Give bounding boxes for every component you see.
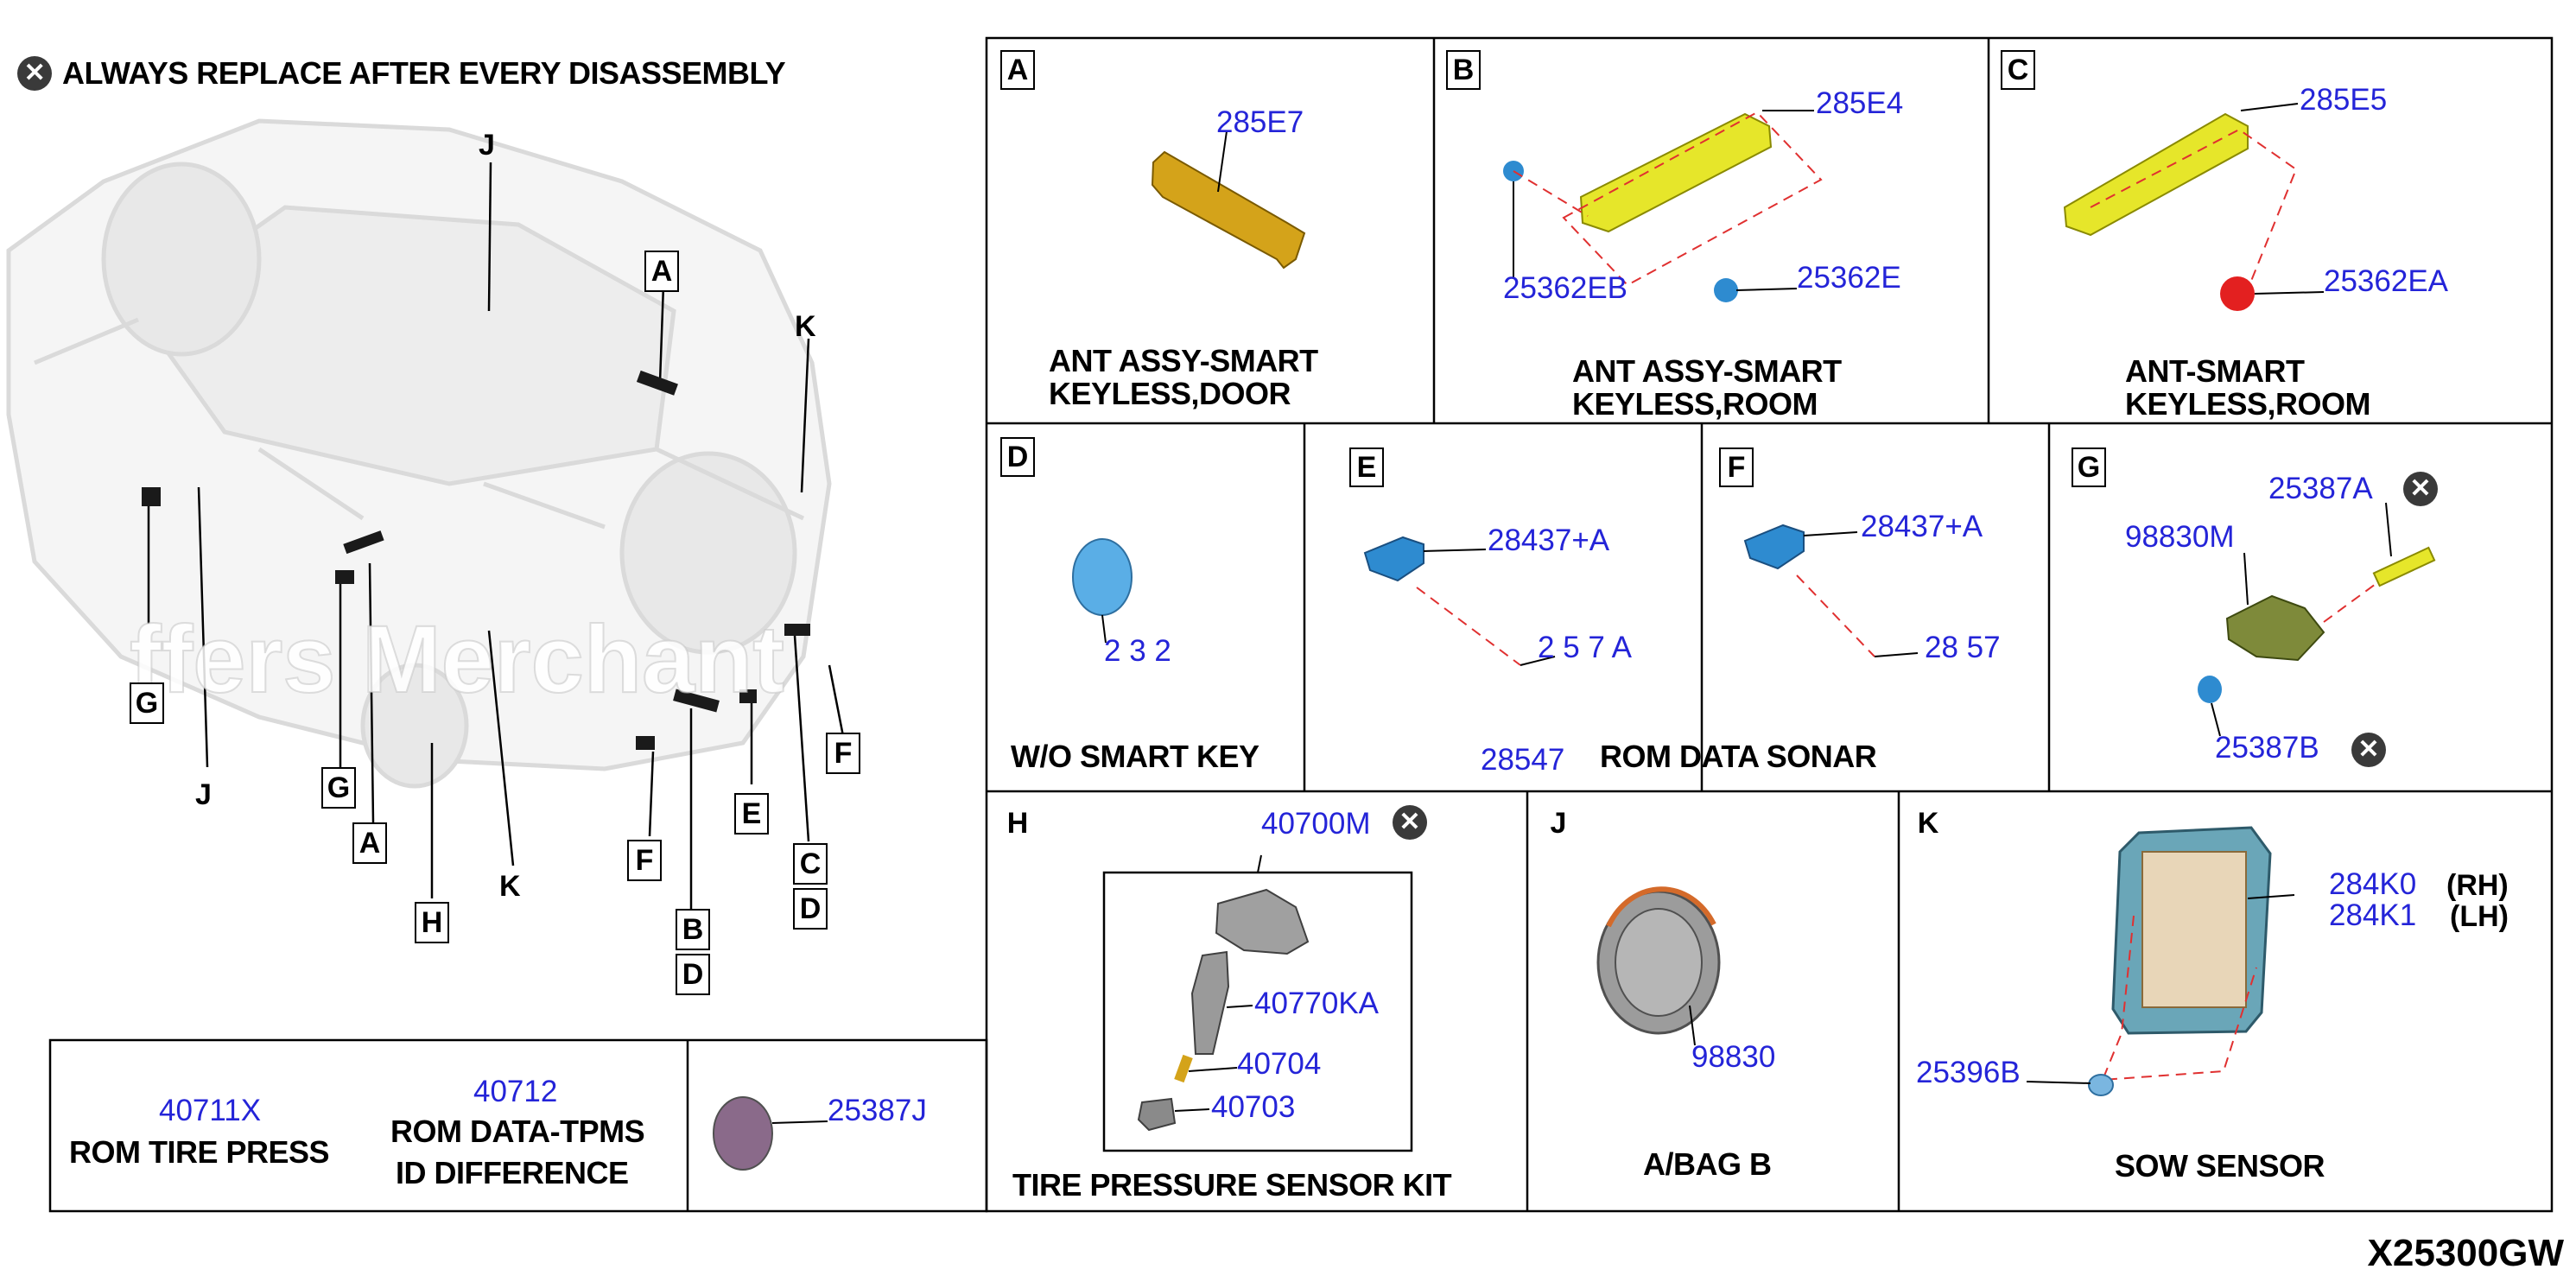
callout-h: H [415, 902, 449, 943]
smart-key-battery-drawing [1072, 538, 1133, 644]
panel-k-part-25396b[interactable]: 25396B [1916, 1056, 2021, 1089]
callout-f-right: F [826, 733, 860, 774]
tpms-cover-drawing [713, 1096, 828, 1171]
panel-e-part-28547[interactable]: 28547 [1481, 743, 1565, 777]
panel-c-part-25362ea[interactable]: 25362EA [2324, 264, 2449, 298]
callout-f-mid: F [627, 840, 662, 881]
sonar-sensor-f-drawing [1743, 524, 1919, 657]
panel-g-letter: G [2072, 447, 2106, 487]
overview-leaders [147, 162, 845, 909]
panel-c-desc-line2: KEYLESS,ROOM [2125, 386, 2371, 422]
panel-g-part-98830m[interactable]: 98830M [2125, 520, 2235, 554]
sonar-sensor-e-drawing [1363, 536, 1556, 666]
panel-h-part-40700m[interactable]: 40700M [1261, 807, 1371, 841]
bottom-part-40712[interactable]: 40712 [473, 1075, 558, 1108]
bottom-desc-id-difference: ID DIFFERENCE [396, 1155, 629, 1190]
bottom-desc-rom-data-tpms: ROM DATA-TPMS [390, 1114, 645, 1149]
panel-e-letter: E [1349, 447, 1384, 487]
panel-j-letter: J [1543, 805, 1574, 841]
antenna-room-c-drawing [2063, 103, 2325, 311]
panel-a-part-285e7[interactable]: 285E7 [1216, 105, 1304, 139]
panel-b-desc-line1: ANT ASSY-SMART [1572, 353, 1842, 389]
bracket-g-drawing [2198, 502, 2436, 737]
callout-a-mid: A [352, 822, 387, 864]
panel-c-part-285e5[interactable]: 285E5 [2300, 83, 2388, 117]
replace-note: ✕ ALWAYS REPLACE AFTER EVERY DISASSEMBLY [17, 55, 786, 92]
panel-h-letter: H [1002, 805, 1033, 841]
panel-a-desc-line2: KEYLESS,DOOR [1049, 376, 1291, 411]
car-part-marks [142, 370, 810, 750]
car-illustration [6, 118, 832, 789]
panel-k-desc: SOW SENSOR [2115, 1148, 2325, 1184]
panel-f-part-obscured[interactable]: 28 57 [1925, 631, 2001, 664]
panel-c-letter: C [2001, 50, 2035, 90]
watermark: ffers Merchant [129, 606, 785, 714]
panel-d-part[interactable]: 2 3 2 [1104, 634, 1171, 668]
panel-f-letter: F [1719, 447, 1754, 487]
callout-k-bottom: K [499, 870, 521, 903]
panel-e-part-28437a[interactable]: 28437+A [1488, 524, 1610, 557]
callout-d-bottom: D [676, 954, 710, 995]
callout-d-right: D [793, 888, 828, 930]
panel-j-desc: A/BAG B [1643, 1146, 1772, 1182]
panel-e-desc: ROM DATA SONAR [1600, 739, 1877, 774]
parts-grid [48, 36, 2554, 1213]
bottom-desc-rom-tire-press: ROM TIRE PRESS [69, 1134, 330, 1170]
callout-e: E [734, 793, 769, 835]
panel-k-letter: K [1913, 805, 1944, 841]
callout-c: C [793, 843, 828, 885]
panel-g-replace-x-icon-b: ✕ [2351, 733, 2386, 767]
airbag-sensor-drawing [1596, 886, 1721, 1046]
panel-g-replace-x-icon-a: ✕ [2403, 472, 2438, 506]
panel-g-part-25387b[interactable]: 25387B [2215, 731, 2319, 765]
panel-h-part-40770ka[interactable]: 40770KA [1254, 987, 1380, 1020]
panel-k-side-lh: (LH) [2450, 900, 2509, 933]
panel-b-letter: B [1446, 50, 1481, 90]
panel-h-part-40704[interactable]: 40704 [1237, 1047, 1322, 1081]
panel-h-desc: TIRE PRESSURE SENSOR KIT [1012, 1167, 1452, 1203]
callout-k-top: K [795, 310, 816, 343]
panel-b-part-285e4[interactable]: 285E4 [1816, 86, 1904, 120]
panel-j-part-98830[interactable]: 98830 [1691, 1040, 1776, 1074]
bottom-part-25387j[interactable]: 25387J [828, 1094, 927, 1127]
panel-k-part-284k1[interactable]: 284K1 [2329, 898, 2417, 932]
antenna-room-b-drawing [1503, 110, 1823, 302]
callout-j-top: J [479, 129, 495, 162]
tpms-kit-drawing [1137, 854, 1310, 1132]
diagram-code: X25300GW [2367, 1232, 2564, 1274]
panel-b-desc-line2: KEYLESS,ROOM [1572, 386, 1818, 422]
panel-f-part-28437a[interactable]: 28437+A [1861, 510, 1983, 543]
panel-k-side-rh: (RH) [2446, 869, 2509, 902]
panel-b-part-25362e[interactable]: 25362E [1797, 261, 1901, 295]
panel-k-part-284k0[interactable]: 284K0 [2329, 867, 2417, 901]
callout-j-left: J [195, 778, 212, 811]
sow-sensor-drawing [2026, 826, 2295, 1096]
replace-x-icon: ✕ [17, 56, 52, 91]
panel-e-part-obscured[interactable]: 2 5 7 A [1538, 631, 1632, 664]
panel-b-part-25362eb[interactable]: 25362EB [1503, 271, 1628, 305]
replace-note-text: ALWAYS REPLACE AFTER EVERY DISASSEMBLY [62, 55, 786, 91]
antenna-door-drawing [1151, 130, 1306, 270]
callout-g-left: G [130, 682, 164, 724]
panel-h-replace-x-icon: ✕ [1393, 805, 1427, 840]
panel-h-part-40703[interactable]: 40703 [1211, 1090, 1296, 1124]
callout-g-mid: G [321, 767, 356, 809]
panel-a-desc-line1: ANT ASSY-SMART [1049, 343, 1318, 378]
panel-g-part-25387a[interactable]: 25387A [2268, 472, 2373, 505]
panel-c-desc-line1: ANT-SMART [2125, 353, 2305, 389]
panel-d-desc: W/O SMART KEY [1011, 739, 1259, 774]
panel-a-letter: A [1000, 50, 1035, 90]
bottom-part-40711x[interactable]: 40711X [159, 1094, 262, 1127]
callout-a-top: A [644, 251, 679, 292]
callout-b: B [676, 909, 710, 950]
panel-d-letter: D [1000, 437, 1035, 477]
